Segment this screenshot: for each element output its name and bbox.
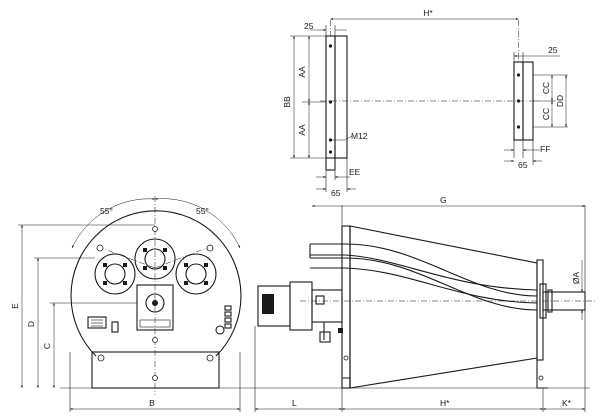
dim-aa-lower: AA — [297, 124, 307, 136]
dim-l: L — [292, 398, 297, 408]
dim-k-star: K* — [562, 398, 572, 408]
dim-ee: EE — [349, 167, 361, 177]
dim-angle-55-left: 55° — [100, 206, 113, 216]
flange-left — [94, 253, 136, 295]
flange-right — [175, 253, 217, 295]
gearbox — [136, 284, 174, 331]
drum-housing — [70, 210, 242, 357]
front-view: 55° 55° — [10, 196, 250, 412]
dim-dd: DD — [555, 95, 565, 107]
side-view: G ØA — [250, 195, 595, 412]
dim-bb: BB — [282, 96, 292, 108]
dim-aa-upper: AA — [297, 66, 307, 78]
front-flange — [341, 225, 351, 389]
dim-e: E — [10, 303, 20, 309]
label-m12: M12 — [351, 131, 368, 141]
left-bracket-web — [334, 35, 348, 159]
dim-cc-upper: CC — [541, 82, 551, 94]
base-plate — [91, 351, 220, 389]
dim-ff: FF — [540, 144, 550, 154]
dim-g: G — [440, 195, 447, 205]
dim-25-right: 25 — [548, 45, 558, 55]
dim-c: C — [42, 343, 52, 349]
dim-b: B — [149, 398, 155, 408]
dim-25-left: 25 — [304, 21, 314, 31]
flange-center — [134, 238, 176, 280]
dim-angle-55-right: 55° — [196, 206, 209, 216]
dim-h-star-top: H* — [423, 8, 433, 18]
bracket-view: H* 25 25 BB AA AA CC CC DD M1 — [282, 8, 568, 198]
dim-cc-lower: CC — [541, 108, 551, 120]
dim-65-left: 65 — [331, 188, 341, 198]
dim-d: D — [26, 321, 36, 327]
nameplate — [87, 316, 107, 329]
dim-phi-a: ØA — [571, 272, 581, 285]
dim-65-right: 65 — [518, 160, 528, 170]
hose-upper — [310, 243, 538, 297]
dim-h-star-bottom: H* — [440, 398, 450, 408]
